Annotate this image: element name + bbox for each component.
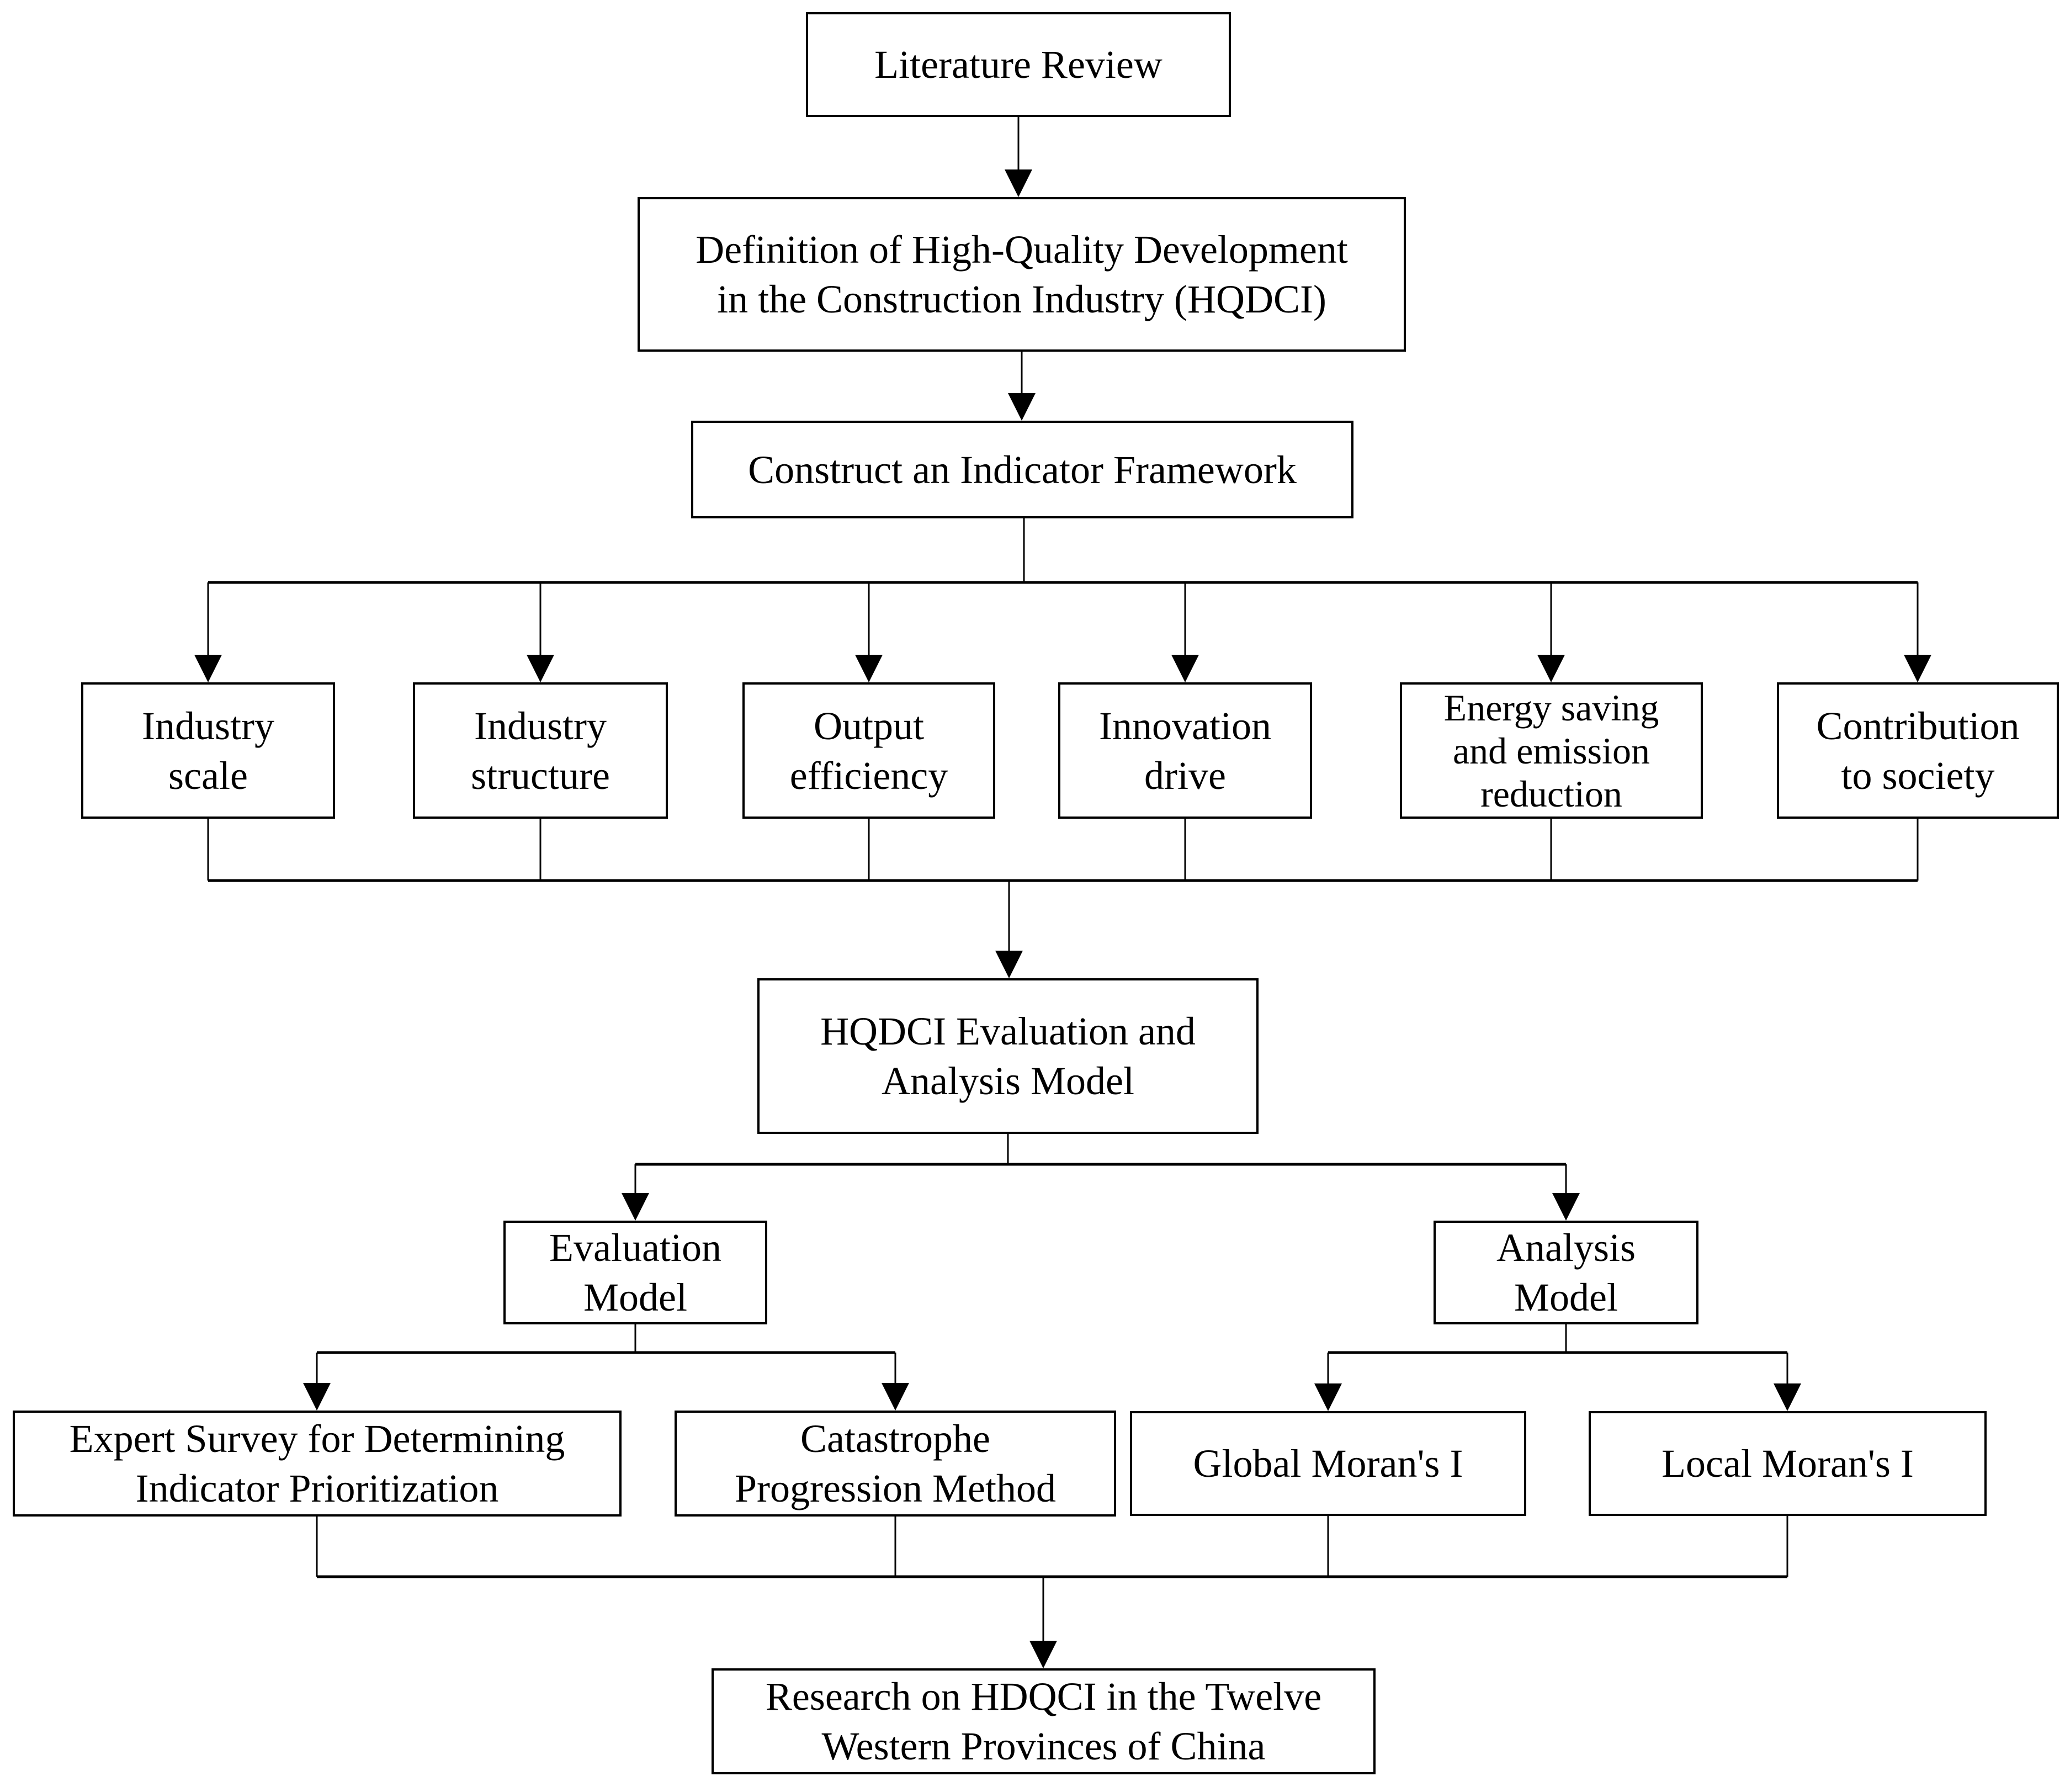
node-label: Catastrophe Progression Method <box>735 1417 1056 1510</box>
node-label: Construct an Indicator Framework <box>748 447 1297 492</box>
node-label: HQDCI Evaluation and Analysis Model <box>820 1009 1196 1103</box>
node-label: Energy saving and emission reduction <box>1443 686 1659 815</box>
node-label: Local Moran's I <box>1661 1441 1914 1486</box>
connector-model-split <box>622 1134 1580 1221</box>
node-global-morans-i: Global Moran's I <box>1130 1411 1526 1516</box>
node-local-morans-i: Local Moran's I <box>1589 1411 1987 1516</box>
connector-final-merge <box>316 1516 1788 1668</box>
node-label: Literature Review <box>874 43 1162 87</box>
node-analysis-model: Analysis Model <box>1434 1221 1698 1324</box>
node-label: Expert Survey for Determining Indicator … <box>69 1417 565 1510</box>
node-industry-structure: Industry structure <box>413 682 668 819</box>
connector-analysis-split <box>1314 1324 1801 1411</box>
connector-evaluation-split <box>303 1324 909 1411</box>
node-label: Industry scale <box>142 703 274 798</box>
node-label: Output efficiency <box>789 703 948 798</box>
node-label: Innovation drive <box>1099 703 1271 798</box>
connector-dimension-merge <box>207 819 1919 978</box>
node-label: Evaluation Model <box>549 1226 721 1319</box>
node-evaluation-model: Evaluation Model <box>503 1221 767 1324</box>
node-output-efficiency: Output efficiency <box>742 682 995 819</box>
connector-literature-to-definition <box>1005 117 1032 197</box>
node-industry-scale: Industry scale <box>81 682 335 819</box>
node-research-hdqci-western-provinces: Research on HDQCI in the Twelve Western … <box>712 1668 1376 1774</box>
node-construct-indicator-framework: Construct an Indicator Framework <box>691 421 1353 518</box>
node-literature-review: Literature Review <box>806 12 1231 117</box>
node-label: Research on HDQCI in the Twelve Western … <box>765 1674 1322 1768</box>
node-label: Analysis Model <box>1496 1226 1636 1319</box>
node-contribution-to-society: Contribution to society <box>1777 682 2059 819</box>
connector-definition-to-construct <box>1008 352 1036 421</box>
node-label: Contribution to society <box>1816 703 2020 798</box>
node-energy-saving-emission-reduction: Energy saving and emission reduction <box>1400 682 1703 819</box>
node-expert-survey: Expert Survey for Determining Indicator … <box>13 1411 622 1517</box>
node-definition-hqdci: Definition of High-Quality Development i… <box>638 197 1406 352</box>
node-label: Global Moran's I <box>1193 1441 1463 1486</box>
node-label: Industry structure <box>471 703 610 798</box>
node-catastrophe-progression-method: Catastrophe Progression Method <box>675 1411 1116 1517</box>
node-label: Definition of High-Quality Development i… <box>696 227 1348 321</box>
node-hqdci-evaluation-analysis-model: HQDCI Evaluation and Analysis Model <box>757 978 1259 1134</box>
connector-framework-split <box>194 518 1931 682</box>
node-innovation-drive: Innovation drive <box>1058 682 1312 819</box>
